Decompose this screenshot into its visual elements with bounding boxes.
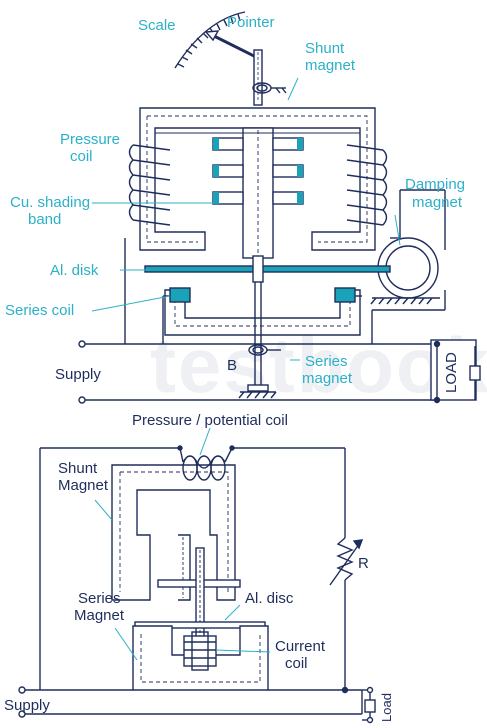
pressure-coil-left (128, 144, 171, 226)
damping-magnet (370, 237, 440, 305)
label-load-bottom: Load (379, 693, 394, 722)
leaders-bottom (94, 427, 271, 661)
label-series-magnet-bottom-line1: Series (78, 590, 121, 607)
label-pointer: Pointer (227, 14, 275, 31)
shunt-magnet-bottom (111, 464, 241, 601)
potential-coil (40, 445, 345, 481)
label-series-coil: Series coil (5, 302, 75, 319)
label-current-coil-line2: coil (285, 655, 308, 672)
label-al-disc: Al. disc (245, 590, 294, 607)
label-current-coil-line1: Current (275, 638, 326, 655)
spindle-bottom (195, 547, 205, 644)
wiring-top (78, 189, 481, 404)
label-series-magnet-line1: Series (305, 353, 348, 370)
shunt-magnet (139, 107, 376, 259)
series-magnet (164, 289, 361, 336)
label-shunt-magnet-bottom-line2: Magnet (58, 477, 109, 494)
cu-shading-bands (212, 137, 304, 205)
label-shunt-magnet-line2: magnet (305, 57, 356, 74)
label-cu-shading-line1: Cu. shading (10, 194, 91, 211)
label-series-magnet-line2: magnet (302, 370, 353, 387)
pointer (204, 30, 259, 60)
label-shunt-magnet-line1: Shunt (305, 40, 345, 57)
label-series-magnet-bottom-line2: Magnet (74, 607, 125, 624)
label-pressure-coil-line2: coil (70, 148, 93, 165)
scale (174, 11, 246, 69)
label-al-disk: Al. disk (50, 262, 99, 279)
spindle (252, 49, 287, 106)
label-scale: Scale (138, 17, 176, 34)
label-damping-magnet-line1: Damping (405, 176, 466, 193)
pressure-coil-right (346, 144, 388, 226)
al-disk (144, 255, 391, 283)
label-shunt-magnet-bottom-line1: Shunt (58, 460, 98, 477)
wiring-bottom (18, 448, 376, 724)
label-supply-top: Supply (55, 366, 101, 383)
label-load-top: LOAD (443, 352, 460, 393)
spindle-lower (238, 282, 281, 399)
label-pressure-coil-line1: Pressure (60, 131, 121, 148)
label-damping-magnet-line2: magnet (412, 194, 463, 211)
label-cu-shading-line2: band (28, 211, 62, 228)
leaders-top (91, 77, 401, 361)
series-coil (169, 287, 356, 303)
series-magnet-bottom (132, 625, 269, 691)
label-supply-bottom: Supply (4, 697, 50, 714)
label-b: B (227, 357, 238, 374)
label-r: R (358, 555, 369, 572)
label-pressure-potential-coil: Pressure / potential coil (132, 412, 288, 429)
al-disc-bottom (134, 621, 266, 629)
